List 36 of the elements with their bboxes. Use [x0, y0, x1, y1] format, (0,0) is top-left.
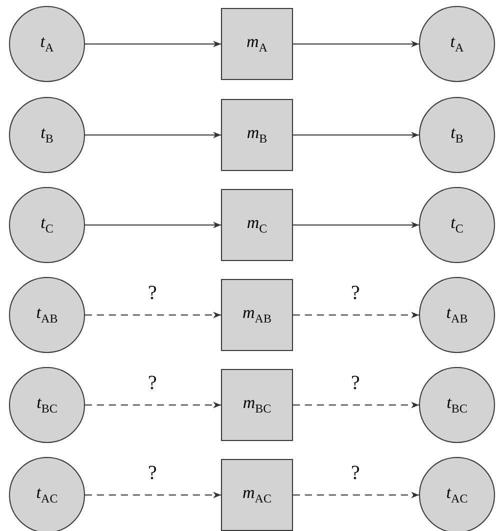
process-box	[221, 369, 293, 441]
node-label: m$_{C}$	[246, 213, 268, 237]
arrow	[292, 492, 420, 498]
arrow	[84, 40, 222, 48]
node-label: t$_{A}$	[40, 32, 54, 56]
node-label: m$_{AB}$	[242, 303, 272, 327]
node-label: t$_{B}$	[450, 123, 464, 147]
node-label: t$_{BC}$	[36, 393, 58, 417]
node-label: m$_{A}$	[246, 32, 268, 56]
node-label: t$_{AC}$	[446, 483, 468, 507]
node-label: t$_{B}$	[40, 123, 54, 147]
arrow	[292, 222, 420, 228]
arrow	[292, 132, 420, 138]
node-label: t$_{A}$	[450, 32, 464, 56]
node-label: t$_{C}$	[450, 213, 464, 237]
node-label: t$_{AB}$	[36, 303, 58, 327]
process-box	[221, 8, 293, 80]
arrow	[292, 312, 420, 318]
process-box	[221, 189, 293, 261]
arrow	[84, 402, 222, 408]
node-label: m$_{AC}$	[242, 483, 272, 507]
arrow	[84, 222, 222, 228]
node-label: m$_{B}$	[246, 123, 268, 147]
arrow	[84, 312, 222, 318]
process-box	[221, 459, 293, 531]
arrow	[84, 132, 222, 138]
node-label: t$_{AB}$	[446, 303, 468, 327]
arrow	[84, 492, 222, 498]
node-label: t$_{AC}$	[36, 483, 58, 507]
process-box	[221, 279, 293, 351]
node-label: m$_{BC}$	[242, 393, 272, 417]
process-box	[221, 99, 293, 171]
node-label: t$_{C}$	[40, 213, 54, 237]
arrow	[292, 40, 420, 48]
arrow	[292, 402, 420, 408]
node-label: t$_{BC}$	[446, 393, 468, 417]
